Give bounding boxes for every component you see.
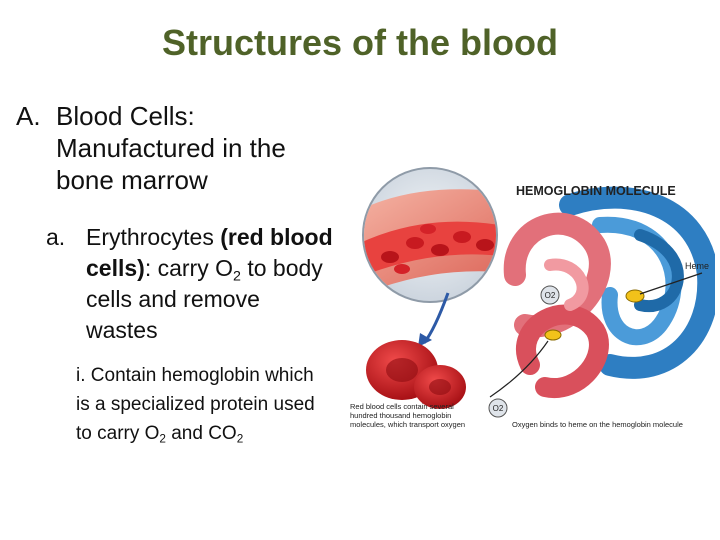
subscript-2: 2 — [236, 432, 244, 446]
and-co-text: and CO — [165, 423, 237, 444]
o2-label-top: O2 — [545, 291, 556, 300]
caption-left-line-2: hundred thousand hemoglobin — [350, 411, 451, 420]
subscript-2: 2 — [233, 268, 241, 285]
bullet-text-a: Blood Cells: Manufactured in the bone ma… — [56, 101, 286, 195]
hemoglobin-molecule-heading: HEMOGLOBIN MOLECULE — [516, 184, 676, 198]
hemoglobin-illustration: HEMOGLOBIN MOLECULE Heme O2 O2 Red blood… — [350, 167, 715, 429]
blood-vessel-zoom — [362, 167, 498, 303]
caption-left-line-3: molecules, which transport oxygen — [350, 420, 465, 429]
slide-title: Structures of the blood — [162, 22, 558, 63]
hemoglobin-text: i. Contain hemoglobin which is a special… — [76, 365, 315, 444]
erythrocytes-text: Erythrocytes — [86, 224, 221, 250]
hemoglobin-molecule — [503, 186, 715, 398]
red-blood-cells-bold: (red blood cells) — [86, 224, 333, 281]
bullet-text-erythrocytes: Erythrocytes (red blood cells): carry O2… — [86, 222, 336, 346]
bullet-level-i: i. Contain hemoglobin which is a special… — [76, 361, 326, 448]
heme-label: Heme — [685, 261, 709, 271]
bullet-marker-a: A. — [16, 101, 41, 131]
caption-left-line-1: Red blood cells contain several — [350, 402, 454, 411]
subscript-2: 2 — [159, 432, 166, 446]
o2-label-bottom: O2 — [493, 404, 504, 413]
body-cells-text: to body cells and remove wastes — [86, 255, 323, 343]
bullet-level-a: A. Blood Cells: Manufactured in the bone… — [16, 100, 336, 196]
carry-o-text: : carry O — [144, 255, 233, 281]
caption-right: Oxygen binds to heme on the hemoglobin m… — [512, 420, 683, 429]
red-blood-cells — [366, 340, 466, 409]
bullet-level-a-sub: a. Erythrocytes (red blood cells): carry… — [46, 222, 336, 346]
bullet-marker-a-sub: a. — [46, 224, 66, 250]
